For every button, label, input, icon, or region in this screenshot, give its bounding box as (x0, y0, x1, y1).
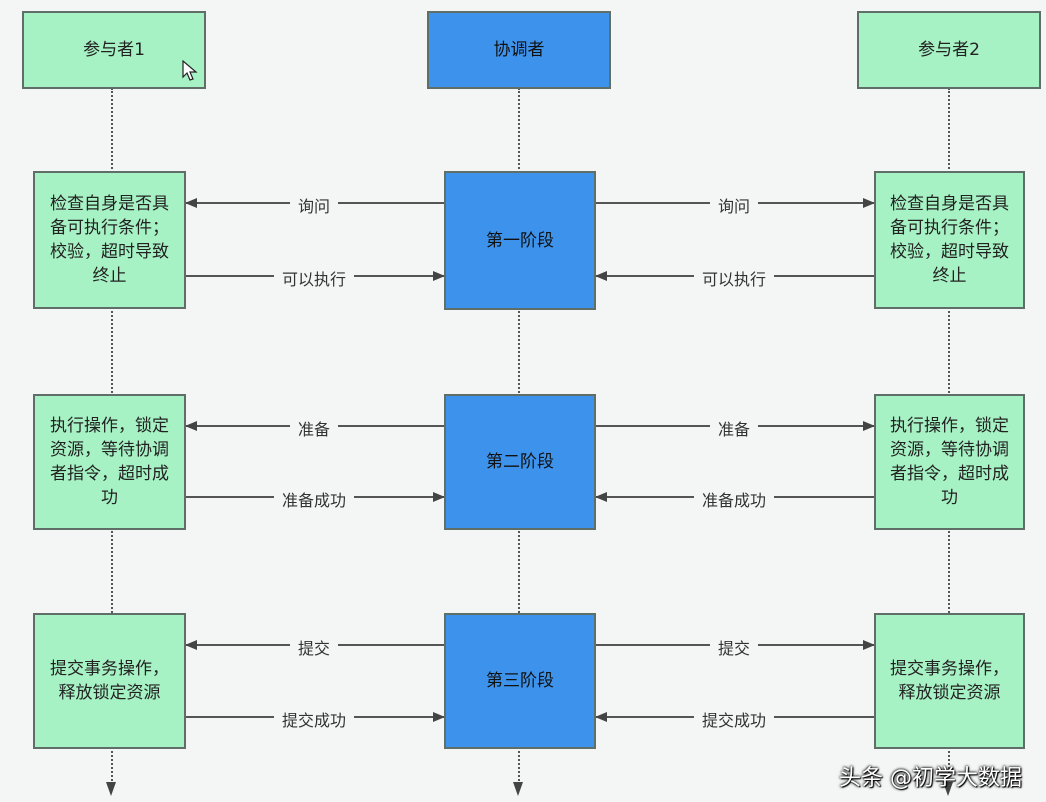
phase1-box: 第一阶段 (444, 171, 596, 310)
participant2-phase3-box: 提交事务操作，释放锁定资源 (874, 613, 1025, 749)
mouse-cursor-icon (182, 60, 198, 81)
label-response-left-3: 提交成功 (273, 707, 355, 731)
label-request-right-2: 准备 (709, 416, 759, 440)
participant2-phase2-box: 执行操作，锁定资源，等待协调者指令，超时成功 (874, 394, 1025, 530)
participant1-header: 参与者1 (22, 11, 206, 89)
label-response-right-3: 提交成功 (693, 707, 775, 731)
label-response-left-1: 可以执行 (273, 266, 355, 290)
label-response-right-2: 准备成功 (693, 487, 775, 511)
label-response-right-1: 可以执行 (693, 266, 775, 290)
lifeline-end-arrow-3 (943, 782, 953, 796)
label-request-right-1: 询问 (709, 193, 759, 217)
label-request-left-2: 准备 (289, 416, 339, 440)
participant2-phase1-text: 检查自身是否具备可执行条件；校验，超时导致终止 (890, 194, 1009, 286)
label-request-left-3: 提交 (289, 635, 339, 659)
lifeline-end-arrow-2 (513, 782, 523, 796)
phase3-label: 第三阶段 (486, 671, 554, 691)
participant1-phase1-text: 检查自身是否具备可执行条件；校验，超时导致终止 (50, 194, 169, 286)
participant1-phase3-text: 提交事务操作，释放锁定资源 (50, 659, 169, 703)
participant2-phase3-text: 提交事务操作，释放锁定资源 (890, 659, 1009, 703)
label-response-left-2: 准备成功 (273, 487, 355, 511)
phase1-label: 第一阶段 (486, 230, 554, 251)
participant2-label: 参与者2 (918, 40, 980, 60)
coordinator-header: 协调者 (427, 11, 611, 89)
participant1-phase1-box: 检查自身是否具备可执行条件；校验，超时导致终止 (33, 171, 186, 309)
phase2-box: 第二阶段 (444, 394, 596, 530)
lifeline-end-arrow-1 (106, 782, 116, 796)
label-request-left-1: 询问 (289, 193, 339, 217)
participant1-phase2-box: 执行操作，锁定资源，等待协调者指令，超时成功 (33, 394, 186, 530)
phase2-label: 第二阶段 (486, 452, 554, 472)
watermark: 头条 @初学大数据 (839, 766, 1022, 791)
participant1-phase2-text: 执行操作，锁定资源，等待协调者指令，超时成功 (50, 416, 169, 508)
label-request-right-3: 提交 (709, 635, 759, 659)
participant2-header: 参与者2 (857, 11, 1041, 89)
phase3-box: 第三阶段 (444, 613, 596, 749)
participant2-phase1-box: 检查自身是否具备可执行条件；校验，超时导致终止 (874, 171, 1025, 309)
participant1-phase3-box: 提交事务操作，释放锁定资源 (33, 613, 186, 749)
participant2-phase2-text: 执行操作，锁定资源，等待协调者指令，超时成功 (890, 416, 1009, 508)
coordinator-label: 协调者 (493, 40, 545, 60)
participant1-label: 参与者1 (83, 40, 145, 60)
